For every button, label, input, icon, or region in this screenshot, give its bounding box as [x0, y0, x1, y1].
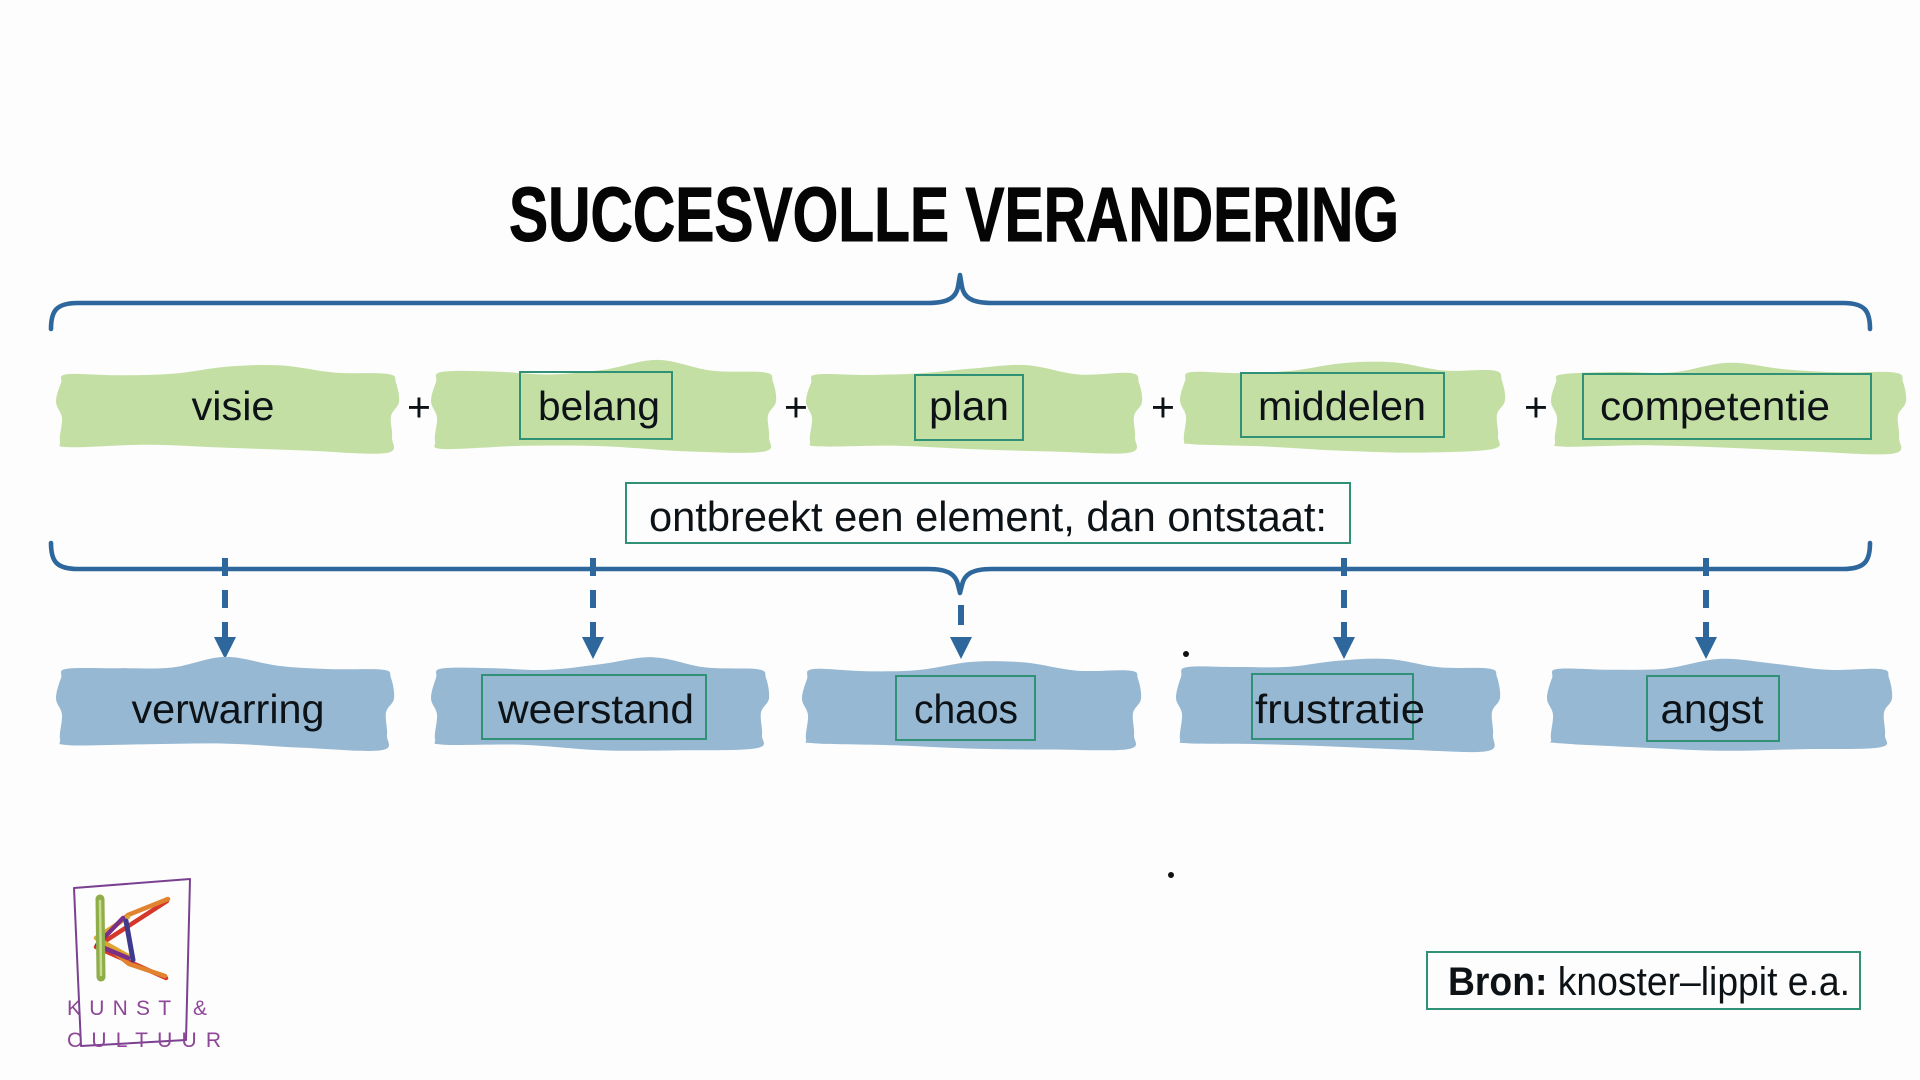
svg-text:middelen: middelen: [1258, 383, 1426, 429]
svg-text:visie: visie: [192, 383, 275, 429]
svg-text:belang: belang: [538, 383, 660, 429]
svg-text:angst: angst: [1661, 686, 1765, 732]
svg-text:Bron: knoster–lippit e.a.: Bron: knoster–lippit e.a.: [1448, 960, 1850, 1004]
svg-text:weerstand: weerstand: [497, 686, 694, 732]
svg-text:CULTUUR: CULTUUR: [67, 1029, 221, 1052]
svg-text:+: +: [1524, 384, 1548, 430]
svg-text:SUCCESVOLLE VERANDERING: SUCCESVOLLE VERANDERING: [509, 172, 1399, 258]
svg-text:chaos: chaos: [914, 686, 1018, 732]
svg-text:frustratie: frustratie: [1255, 686, 1425, 732]
svg-text:+: +: [1151, 384, 1175, 430]
svg-text:plan: plan: [929, 383, 1009, 429]
svg-text:+: +: [407, 384, 431, 430]
svg-text:verwarring: verwarring: [132, 686, 325, 732]
svg-text:+: +: [784, 384, 808, 430]
svg-text:competentie: competentie: [1600, 383, 1830, 429]
svg-text:ontbreekt een element, dan ont: ontbreekt een element, dan ontstaat:: [649, 493, 1327, 540]
